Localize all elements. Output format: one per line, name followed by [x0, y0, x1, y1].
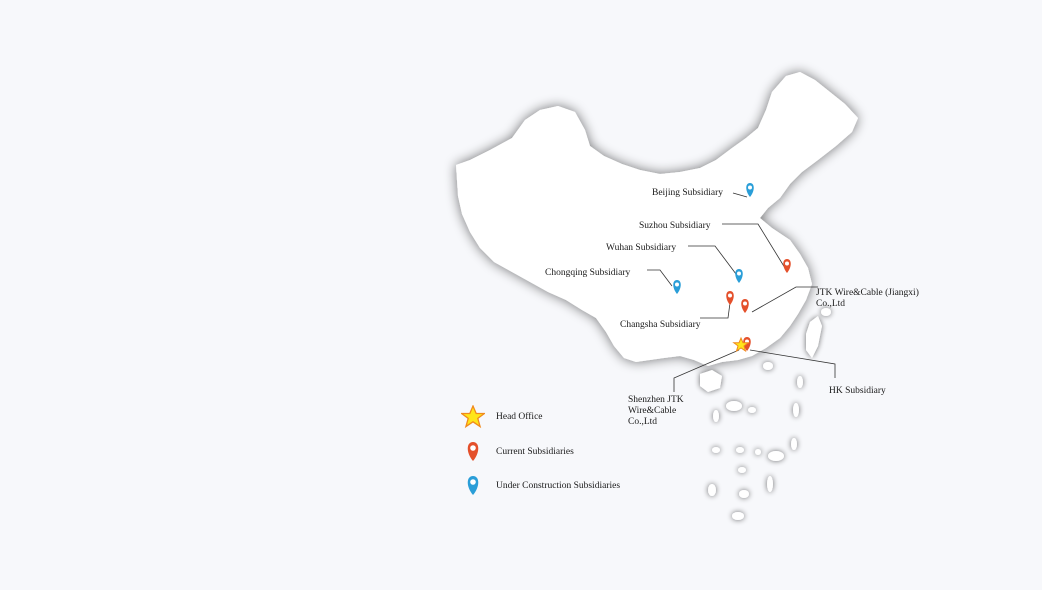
legend-label-current: Current Subsidiaries: [496, 447, 574, 457]
hainan-island: [700, 370, 722, 392]
changsha-marker-icon[interactable]: [726, 291, 734, 305]
head-office-star-icon[interactable]: [732, 336, 750, 353]
blue-pin-icon: [458, 473, 488, 499]
jiangxi-leader-line: [751, 286, 818, 313]
jiangxi-marker-icon[interactable]: [741, 299, 749, 313]
changsha-leader-line: [700, 302, 731, 319]
suzhou-label: Suzhou Subsidiary: [639, 221, 711, 231]
changsha-label: Changsha Subsidiary: [620, 320, 701, 330]
chongqing-leader-line: [647, 269, 673, 287]
legend-label-under-construction: Under Construction Subsidiaries: [496, 481, 621, 491]
red-pin-icon: [458, 439, 488, 465]
star-icon: [458, 404, 488, 430]
wuhan-leader-line: [688, 245, 737, 275]
wuhan-label: Wuhan Subsidiary: [606, 243, 677, 253]
chongqing-marker-icon[interactable]: [673, 280, 681, 294]
taiwan-island: [806, 316, 822, 358]
legend-label-head-office: Head Office: [496, 412, 543, 422]
chongqing-label: Chongqing Subsidiary: [545, 268, 631, 278]
shenzhen-leader-line: [673, 349, 740, 392]
hk-label: HK Subsidiary: [829, 386, 886, 396]
legend-item-under-construction: Under Construction Subsidiaries: [458, 473, 620, 499]
beijing-marker-icon[interactable]: [746, 183, 754, 197]
beijing-label: Beijing Subsidiary: [652, 188, 723, 198]
hk-leader-line: [749, 349, 836, 378]
jiangxi-label: JTK Wire&Cable (Jiangxi) Co.,Ltd: [816, 288, 919, 309]
shenzhen-label: Shenzhen JTK Wire&Cable Co.,Ltd: [628, 395, 684, 427]
wuhan-marker-icon[interactable]: [735, 269, 743, 283]
suzhou-leader-line: [722, 223, 786, 269]
south-sea-islands: [708, 308, 831, 520]
legend-item-head-office: Head Office: [458, 404, 543, 430]
beijing-leader-line: [732, 192, 748, 198]
leader-lines: [647, 192, 836, 392]
mainland-shape: [456, 72, 858, 366]
suzhou-marker-icon[interactable]: [783, 259, 791, 273]
legend-item-current: Current Subsidiaries: [458, 439, 574, 465]
